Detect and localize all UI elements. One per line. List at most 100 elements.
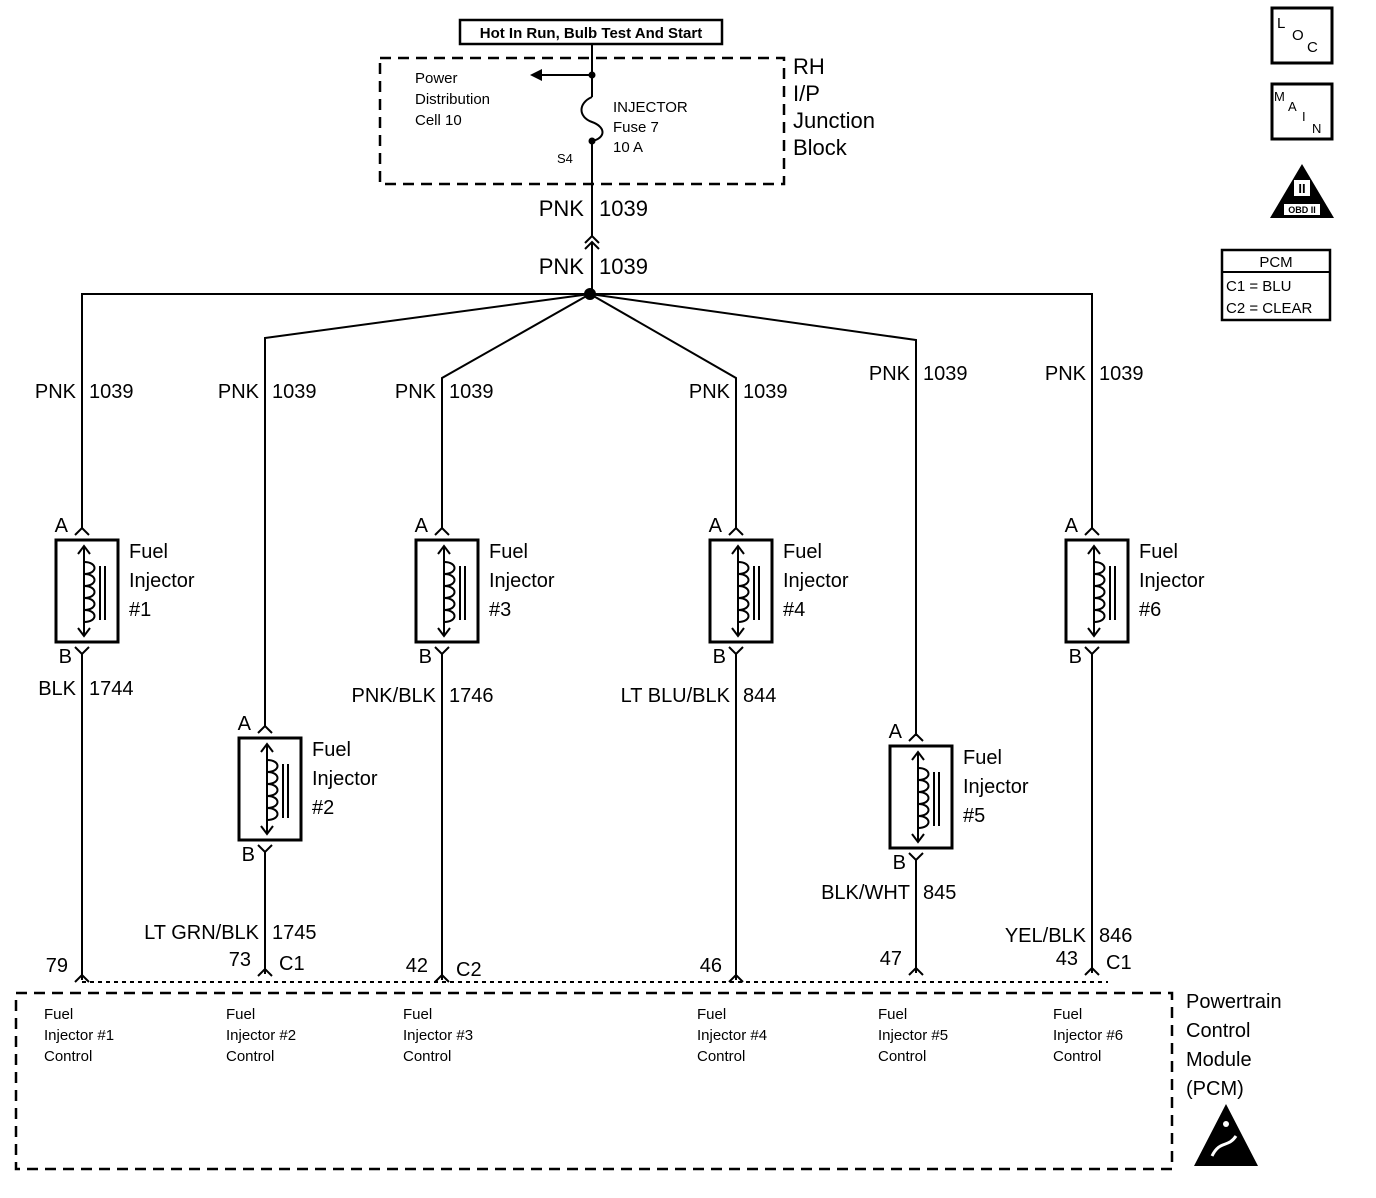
pcm-function-line: Injector #5	[878, 1027, 948, 1044]
pin-b-label: B	[893, 852, 906, 874]
feed-wire-color: PNK	[218, 381, 260, 403]
svg-text:M: M	[1274, 89, 1285, 104]
pin-a-chevron-icon	[728, 526, 744, 536]
pcm-pin-number: 46	[700, 955, 722, 977]
pin-b-chevron-icon	[74, 646, 90, 656]
return-wire-circuit: 1745	[272, 922, 317, 944]
pcm-function-line: Fuel	[878, 1006, 907, 1023]
pin-a-label: A	[1065, 515, 1079, 537]
arrow-left-icon	[530, 69, 542, 81]
injector-name-line: Fuel	[129, 541, 168, 563]
pcm-pin-number: 79	[46, 955, 68, 977]
pcm-function-line: Fuel	[697, 1006, 726, 1023]
svg-text:A: A	[1288, 99, 1297, 114]
return-wire-color: PNK/BLK	[352, 685, 437, 707]
feed-circuit-top: 1039	[599, 196, 648, 221]
pin-b-chevron-icon	[908, 852, 924, 862]
power-source: Hot In Run, Bulb Test And Start	[458, 18, 724, 46]
feed-wire-color: PNK	[35, 381, 77, 403]
pcm-function-line: Injector #1	[44, 1027, 114, 1044]
svg-text:L: L	[1277, 15, 1285, 32]
feed-wire-circuit: 1039	[89, 381, 134, 403]
return-wire-circuit: 1744	[89, 678, 134, 700]
coil-icon	[83, 561, 96, 623]
pcm-function-line: Control	[1053, 1048, 1101, 1065]
pin-a-label: A	[889, 721, 903, 743]
feed-wire-color: PNK	[869, 363, 911, 385]
coil-icon	[1093, 561, 1106, 623]
injector-name-line: Fuel	[489, 541, 528, 563]
pcm-name-3: Module	[1186, 1049, 1252, 1071]
injector-name-line: Injector	[489, 570, 555, 592]
return-wire-color: LT BLU/BLK	[621, 685, 731, 707]
pin-b-chevron-icon	[434, 646, 450, 656]
junction-name-3: Junction	[793, 108, 875, 133]
return-wire-color: LT GRN/BLK	[144, 922, 260, 944]
feed-color-lower: PNK	[539, 254, 585, 279]
distribution-line-3: Cell 10	[415, 112, 462, 129]
fuse-icon	[580, 96, 604, 142]
legend-row-2: C2 = CLEAR	[1226, 300, 1312, 317]
pcm-function-line: Fuel	[1053, 1006, 1082, 1023]
feed-wire-circuit: 1039	[923, 363, 968, 385]
legend-row-1: C1 = BLU	[1226, 278, 1291, 295]
pcm-module: Powertrain Control Module (PCM)	[14, 991, 1282, 1171]
pcm-pin-chevron-icon	[74, 973, 90, 983]
pin-a-chevron-icon	[434, 526, 450, 536]
esd-warning-icon	[1194, 1104, 1258, 1166]
feed-wire-color: PNK	[395, 381, 437, 403]
injector-box	[888, 744, 954, 850]
coil-icon	[917, 767, 930, 829]
pin-b-chevron-icon	[1084, 646, 1100, 656]
svg-text:RH I/P Junction: RH I/P Junction Block	[793, 54, 881, 160]
pin-a-label: A	[415, 515, 429, 537]
coil-icon	[266, 759, 279, 821]
obd-ii-icon[interactable]: II OBD II	[1270, 164, 1334, 218]
fuse-line-1: INJECTOR	[613, 99, 688, 116]
injector-name-line: Injector	[783, 570, 849, 592]
pin-a-chevron-icon	[908, 732, 924, 742]
injector-name-line: #6	[1139, 599, 1161, 621]
injector-name-line: Fuel	[312, 739, 351, 761]
svg-text:I: I	[1302, 109, 1306, 124]
pcm-pin-chevron-icon	[728, 973, 744, 983]
injector-name-line: #3	[489, 599, 511, 621]
pcm-function-line: Control	[226, 1048, 274, 1065]
distribution-line-2: Distribution	[415, 91, 490, 108]
junction-name-1: RH	[793, 54, 825, 79]
pin-b-label: B	[713, 646, 726, 668]
pin-a-label: A	[238, 713, 252, 735]
coil-icon	[443, 561, 456, 623]
power-source-label: Hot In Run, Bulb Test And Start	[480, 25, 702, 42]
pcm-connector-id: C2	[456, 959, 482, 981]
splice-label: S4	[557, 151, 573, 166]
injector-name-line: Fuel	[963, 747, 1002, 769]
injector-box	[54, 538, 120, 644]
feed-wire-color: PNK	[1045, 363, 1087, 385]
pcm-pin-number: 43	[1056, 948, 1078, 970]
pcm-pin-chevron-icon	[257, 967, 273, 977]
svg-text:Power Distribution: Power Distribution Cell 10	[415, 70, 494, 129]
main-badge[interactable]: M A I N	[1270, 82, 1334, 141]
injector-box	[1064, 538, 1130, 644]
pin-b-label: B	[59, 646, 72, 668]
pcm-connector-id: C1	[1106, 952, 1132, 974]
loc-badge[interactable]: L O C	[1270, 6, 1334, 65]
pcm-function-line: Fuel	[226, 1006, 255, 1023]
pcm-pin-chevron-icon	[1084, 966, 1100, 976]
pcm-pin-number: 42	[406, 955, 428, 977]
svg-text:C: C	[1307, 39, 1318, 56]
